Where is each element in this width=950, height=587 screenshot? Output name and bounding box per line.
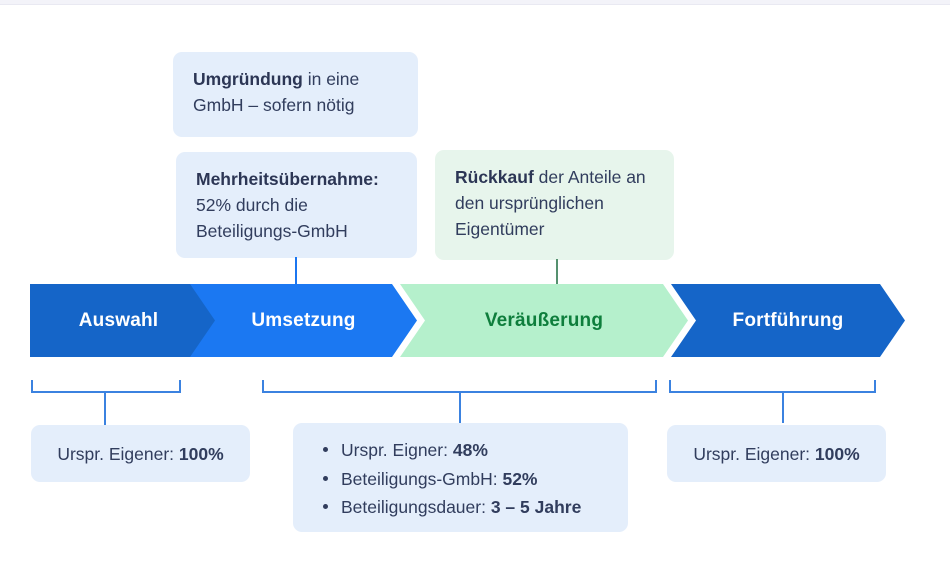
callout-umgruendung-text: in eine GmbH – sofern nötig (193, 69, 360, 115)
result-value: 3 – 5 Jahre (490, 497, 582, 517)
callout-mehrheitsuebernahme: Mehrheitsübernahme: 52% durch die Beteil… (176, 152, 417, 258)
result-label: Urspr. Eigner: 48% (341, 436, 488, 465)
result-label: Urspr. Eigener: 100% (693, 441, 859, 467)
list-item: Urspr. Eigner: 48% (323, 436, 581, 465)
list-item: Beteiligungsdauer: 3 – 5 Jahre (323, 493, 581, 522)
bracket-horizontal-line (31, 391, 181, 393)
result-label-text: Urspr. Eigner: (341, 440, 453, 460)
bullet-icon (323, 447, 328, 452)
result-value: 100% (814, 443, 860, 464)
result-box-fortfuehrung: Urspr. Eigener: 100% (667, 425, 886, 482)
bracket-end-tick (262, 380, 264, 393)
callout-mehrheitsuebernahme-bold: Mehrheitsübernahme: (196, 169, 379, 189)
bracket-end-tick (874, 380, 876, 393)
result-label: Beteiligungsdauer: 3 – 5 Jahre (341, 493, 581, 522)
result-label-text: Beteiligungsdauer: (341, 497, 491, 517)
result-box-auswahl: Urspr. Eigener: 100% (31, 425, 250, 482)
callout-rueckkauf: Rückkauf der Anteile an den ursprünglich… (435, 150, 674, 260)
callout-rueckkauf-bold: Rückkauf (455, 167, 534, 187)
callout-mehrheitsuebernahme-text: 52% durch die Beteiligungs-GmbH (196, 195, 348, 241)
stage-auswahl-label: Auswahl (78, 309, 159, 331)
bracket-stem (459, 391, 461, 423)
stage-umsetzung-label: Umsetzung (251, 309, 356, 331)
bracket-end-tick (31, 380, 33, 393)
bracket-stem (782, 391, 784, 423)
bracket-end-tick (655, 380, 657, 393)
bullet-icon (323, 475, 328, 481)
result-label-text: Urspr. Eigener: (57, 443, 179, 464)
result-box-umsetzung-veraeusserung: Urspr. Eigner: 48% Beteiligungs-GmbH: 52… (293, 423, 628, 532)
result-label-text: Urspr. Eigener: (693, 443, 815, 464)
list-item: Beteiligungs-GmbH: 52% (323, 465, 581, 494)
callout-umgruendung-bold: Umgründung (193, 69, 303, 89)
stage-auswahl: Auswahl (30, 284, 221, 357)
bracket-stem (104, 391, 106, 425)
result-label-text: Beteiligungs-GmbH: (341, 468, 503, 489)
stage-fortfuehrung-label: Fortführung (732, 309, 844, 331)
connector-line-umsetzung (295, 257, 297, 285)
result-label: Beteiligungs-GmbH: 52% (341, 465, 538, 494)
result-bullet-list: Urspr. Eigner: 48% Beteiligungs-GmbH: 52… (323, 436, 581, 522)
bracket-horizontal-line (669, 391, 876, 393)
top-divider (0, 0, 950, 5)
connector-line-veraeusserung (556, 259, 558, 285)
stage-fortfuehrung: Fortführung (671, 284, 905, 357)
stage-veraeusserung: Veräußerung (400, 284, 688, 357)
bracket-end-tick (179, 380, 181, 393)
result-value: 52% (502, 468, 538, 489)
result-label: Urspr. Eigener: 100% (57, 441, 223, 467)
bullet-icon (323, 504, 328, 509)
callout-umgruendung: Umgründung in eine GmbH – sofern nötig (173, 52, 418, 137)
callout-rueckkauf-text: der Anteile an den ursprünglichen Eigent… (455, 167, 646, 239)
result-value: 100% (178, 443, 224, 464)
stage-veraeusserung-label: Veräußerung (484, 309, 604, 331)
bracket-end-tick (669, 380, 671, 393)
result-value: 48% (452, 440, 488, 460)
stage-umsetzung: Umsetzung (190, 284, 417, 357)
